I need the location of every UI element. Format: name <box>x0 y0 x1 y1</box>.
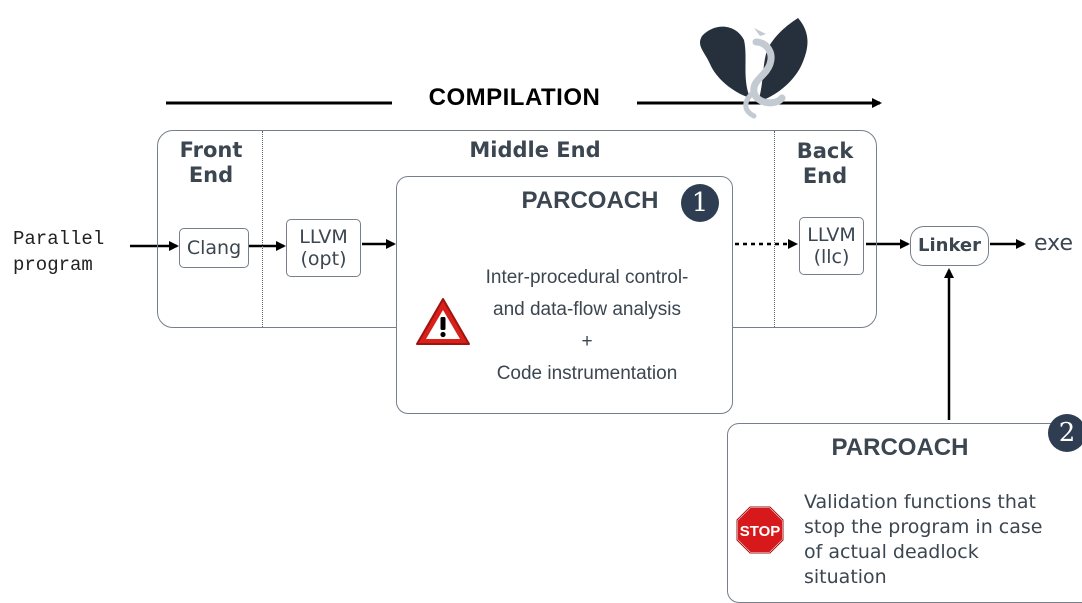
linker-label: Linker <box>917 235 982 256</box>
parcoach-dynamic-description: Validation functions that stop the progr… <box>804 490 1082 590</box>
llvm-llc-line1: LLVM <box>807 224 856 246</box>
stop-sign-icon: STOP <box>736 506 784 554</box>
middle-end-label: Middle End <box>469 138 601 162</box>
llvm-dragon-logo <box>700 18 808 119</box>
front-end-label: Front End <box>160 138 262 188</box>
output-exe: exe <box>1034 231 1074 256</box>
middle-back-divider <box>774 131 775 327</box>
llvm-llc-line2: (llc) <box>813 246 850 268</box>
input-line2: program <box>13 254 93 276</box>
parcoach-static-title: PARCOACH <box>521 187 659 214</box>
parcoach-static-box <box>396 176 733 414</box>
clang-node: Clang <box>179 228 249 268</box>
linker-node: Linker <box>910 226 989 266</box>
warning-triangle-icon <box>416 298 470 345</box>
llvm-opt-node: LLVM (opt) <box>286 219 361 277</box>
input-label: Parallel program <box>13 226 104 278</box>
parcoach-static-description: Inter-procedural control- and data-flow … <box>462 262 712 390</box>
parcoach-dynamic-line4: situation <box>804 566 887 588</box>
parcoach-dynamic-line1: Validation functions that <box>804 491 1036 513</box>
llvm-llc-node: LLVM (llc) <box>799 217 864 275</box>
back-end-line1: Back <box>796 139 854 163</box>
parcoach-dynamic-line3: of actual deadlock <box>804 541 979 563</box>
front-middle-divider <box>262 131 263 327</box>
compilation-title: COMPILATION <box>428 84 601 111</box>
front-end-line2: End <box>188 163 234 187</box>
parcoach-static-line3: + <box>581 331 593 352</box>
parcoach-dynamic-badge: 2 <box>1048 414 1082 452</box>
parcoach-dynamic-line2: stop the program in case <box>804 516 1043 538</box>
llvm-opt-line2: (opt) <box>300 248 347 270</box>
parcoach-static-badge: 1 <box>681 184 719 222</box>
connector-layer <box>130 98 1026 420</box>
llvm-opt-line1: LLVM <box>299 226 348 248</box>
back-end-line2: End <box>802 164 848 188</box>
input-line1: Parallel <box>13 228 105 250</box>
parcoach-static-line2: and data-flow analysis <box>493 299 681 320</box>
clang-label: Clang <box>186 237 242 259</box>
front-end-line1: Front <box>179 138 243 162</box>
parcoach-dynamic-title: PARCOACH <box>831 434 969 461</box>
stop-sign-text: STOP <box>740 523 781 540</box>
back-end-label: Back End <box>775 139 875 189</box>
parcoach-static-line4: Code instrumentation <box>496 363 678 384</box>
parcoach-static-line1: Inter-procedural control- <box>485 267 689 288</box>
